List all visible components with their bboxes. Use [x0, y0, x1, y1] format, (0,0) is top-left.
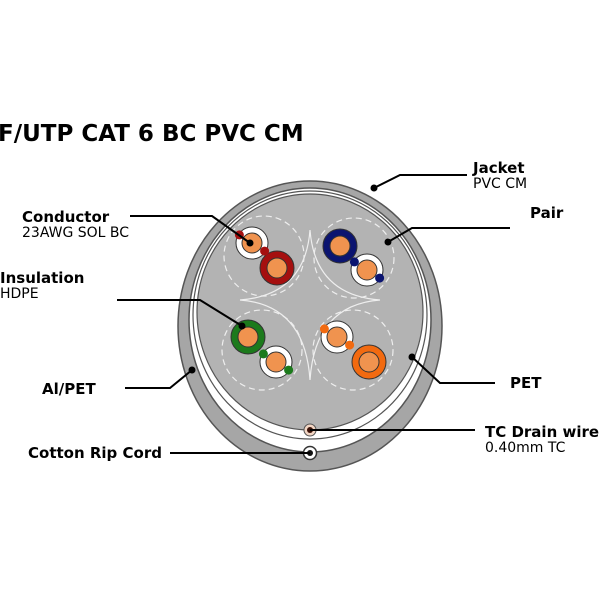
label-conductor: Conductor 23AWG SOL BC: [22, 209, 129, 241]
copper-conductor: [266, 257, 288, 279]
stripe-mark: [345, 340, 355, 350]
copper-conductor: [326, 326, 348, 348]
leader-dots: [188, 184, 416, 374]
label-spec: 0.40mm TC: [485, 439, 566, 456]
separator-cross: [239, 229, 381, 381]
label-name: Jacket: [473, 159, 525, 177]
stripe-mark: [349, 257, 359, 267]
label-rip-cord: Cotton Rip Cord: [28, 444, 162, 462]
copper-conductor: [358, 351, 380, 373]
label-name: Insulation: [0, 269, 85, 287]
stripe-mark: [260, 246, 270, 256]
label-insulation: Insulation HDPE: [0, 270, 84, 302]
stripe-mark: [258, 349, 268, 359]
label-spec: 23AWG SOL BC: [22, 224, 130, 241]
leader-lines: [117, 174, 510, 454]
copper-conductor: [329, 235, 351, 257]
label-pair: Pair: [530, 204, 564, 222]
stripe-mark: [284, 365, 294, 375]
stripe-mark: [375, 273, 385, 283]
stripe-mark: [319, 324, 329, 334]
label-pet: PET: [510, 374, 542, 392]
page-title: F/UTP CAT 6 BC PVC CM: [0, 121, 304, 147]
label-name: Conductor: [22, 208, 110, 226]
label-spec: HDPE: [0, 285, 39, 302]
label-spec: PVC CM: [473, 175, 528, 192]
label-jacket: Jacket PVC CM: [473, 160, 527, 192]
pair-outlines: [221, 215, 395, 391]
label-name: TC Drain wire: [485, 423, 600, 441]
copper-conductor: [265, 351, 287, 373]
label-al-pet: Al/PET: [42, 380, 96, 398]
label-drain-wire: TC Drain wire 0.40mm TC: [485, 424, 599, 456]
copper-conductor: [237, 326, 259, 348]
copper-conductor: [356, 259, 378, 281]
